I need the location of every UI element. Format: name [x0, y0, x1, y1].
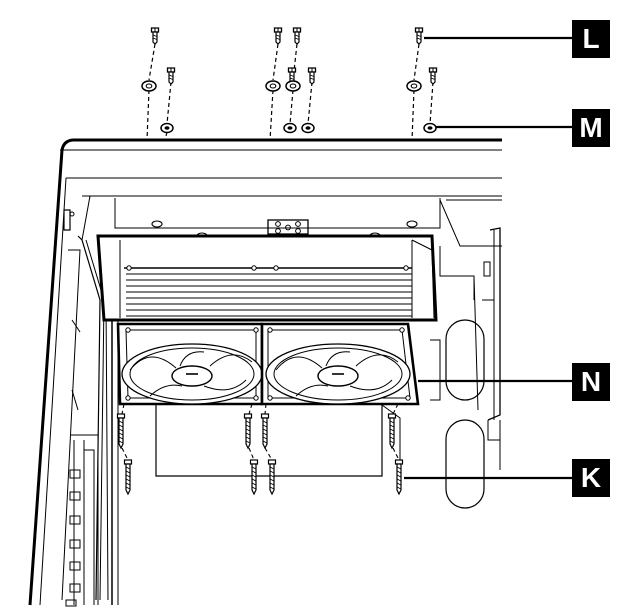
long-screw [260, 413, 270, 449]
top-screw [292, 27, 302, 45]
leader-lines [404, 36, 572, 480]
washer [301, 122, 315, 134]
top-screws [150, 27, 438, 85]
top-screw [414, 27, 424, 45]
callout-label-n: N [572, 363, 610, 401]
long-screw [387, 413, 397, 449]
fan-left [116, 322, 264, 406]
fan-right [260, 322, 420, 406]
washers [141, 80, 437, 134]
long-screw [267, 459, 277, 495]
long-screw [123, 459, 133, 495]
washer [265, 80, 281, 92]
washer [160, 122, 174, 134]
long-screw [116, 413, 126, 449]
radiator [96, 234, 438, 322]
washer [406, 80, 422, 92]
callout-label-m: M [572, 109, 610, 147]
top-screw [166, 67, 176, 85]
washer [283, 122, 297, 134]
callout-label-l: L [572, 20, 610, 58]
top-screw [273, 27, 283, 45]
long-screws [116, 413, 404, 495]
washer [423, 122, 437, 134]
callout-label-k: K [572, 459, 610, 497]
long-screw [394, 459, 404, 495]
top-screw [307, 67, 317, 85]
washer [285, 80, 301, 92]
top-screw [150, 27, 160, 45]
long-screw [249, 459, 259, 495]
top-screw [428, 67, 438, 85]
washer [141, 80, 157, 92]
bottom-guide-lines [121, 403, 400, 461]
case-body [28, 138, 502, 607]
long-screw [243, 413, 253, 449]
